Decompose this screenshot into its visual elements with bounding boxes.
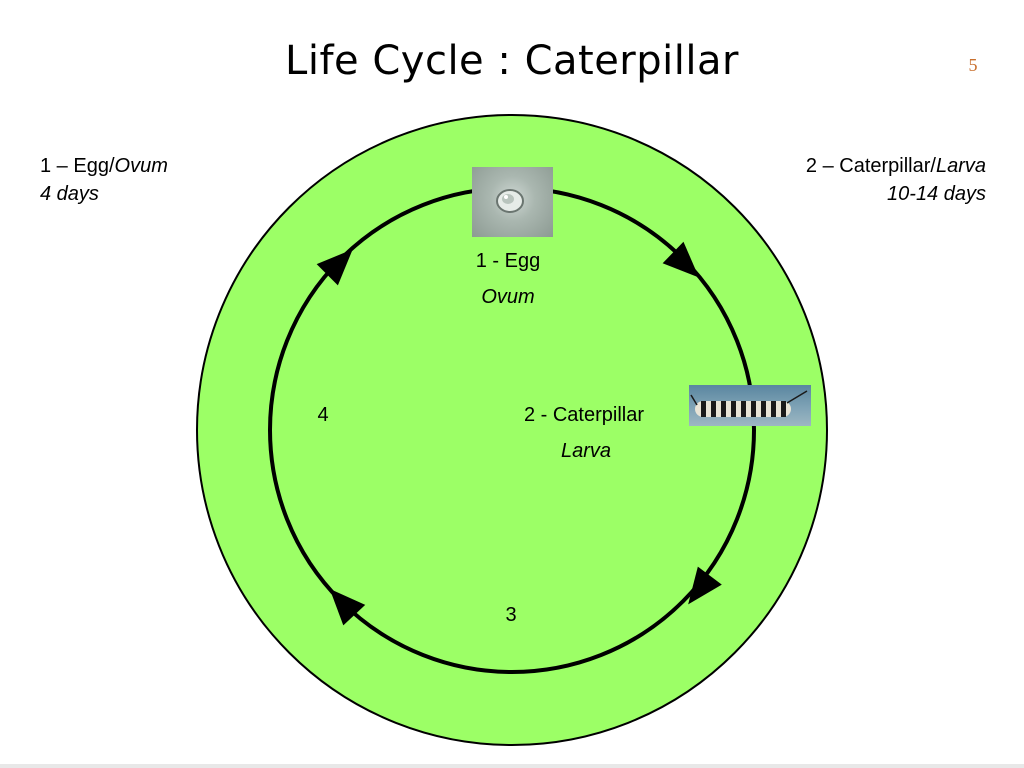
egg-latin-label: Ovum (481, 286, 535, 308)
caterpillar-label: 2 - Caterpillar (523, 404, 645, 426)
caterpillar-stage-latin: Larva (935, 155, 986, 177)
caterpillar-stage-duration: 10-14 days (887, 183, 986, 205)
slide-title: Life Cycle : Caterpillar (285, 38, 739, 84)
stage-3-label: 3 (505, 604, 517, 626)
egg-photo (472, 167, 553, 237)
egg-stage-info: 1 – Egg/Ovum 4 days (40, 152, 168, 208)
caterpillar-stage-name: 2 – Caterpillar/ (805, 155, 936, 177)
arrow-top-left (316, 249, 353, 286)
caterpillar-latin-label: Larva (560, 440, 612, 462)
caterpillar-stage-info: 2 – Caterpillar/Larva 10-14 days (806, 152, 986, 208)
footer-rule (0, 764, 1024, 768)
outer-disc (196, 114, 828, 746)
caterpillar-photo (689, 385, 811, 426)
egg-label: 1 - Egg (475, 250, 541, 272)
arrow-top-right (662, 241, 699, 278)
egg-stage-latin: Ovum (114, 155, 168, 177)
page-number: 5 (968, 55, 978, 75)
arrow-bottom-left (329, 588, 366, 626)
egg-stage-duration: 4 days (40, 183, 99, 205)
stage-4-label: 4 (317, 404, 329, 426)
arrow-bottom-right (688, 566, 722, 605)
egg-stage-name: 1 – Egg/ (40, 155, 115, 177)
